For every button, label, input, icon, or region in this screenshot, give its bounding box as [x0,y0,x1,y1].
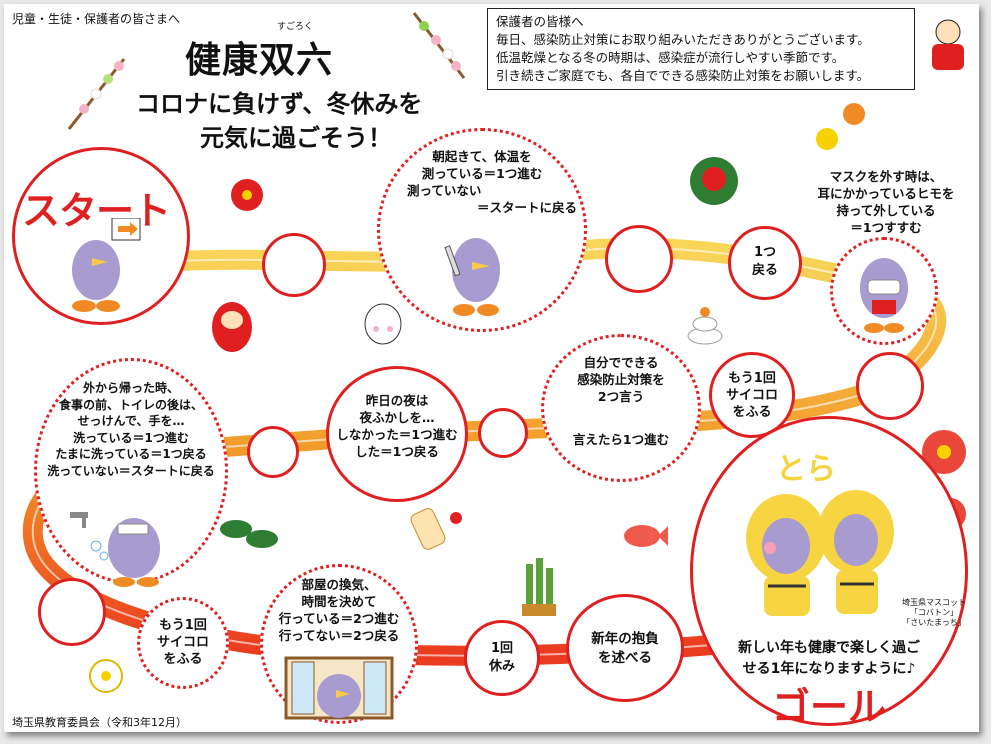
kobaton-mask-icon [860,258,908,333]
chick-birds-icon [816,103,865,150]
start-square[interactable] [12,147,190,325]
pine-tree-icon [220,520,278,548]
empty-square[interactable] [478,408,528,458]
late-night-text: 昨日の夜は 夜ふかしを… しなかった＝1つ進む した＝1つ戻る [336,393,458,459]
temperature-text: 朝起きて、体温を 測っている＝1つ進む 測っていない ＝スタートに戻る [407,149,577,215]
okame-mask-icon [364,303,402,345]
temperature-square[interactable] [377,128,587,332]
parents-notice: 保護者の皆様へ 毎日、感染防止対策にお取り組みいただきありがとうございます。 低… [487,8,915,90]
kadomatsu-icon [522,558,556,616]
daruma-doll-icon [932,19,964,70]
title-ruby: すごろく [277,22,314,32]
roll-again-text: もう1回 サイコロ をふる [156,618,209,667]
notice-line: 毎日、感染防止対策にお取り組みいただきありがとうございます。 [496,32,870,47]
notice-heading: 保護者の皆様へ [496,14,584,29]
publisher-text: 埼玉県教育委員会（令和3年12月） [12,716,187,729]
empty-square[interactable] [605,225,673,293]
rest-square[interactable] [464,620,540,696]
start-label: スタート [22,189,171,233]
hagoita-paddle-icon [410,508,462,550]
rest-text: 1回 休み [488,641,515,674]
subtitle-line-1: コロナに負けず、冬休みを [136,90,423,118]
plum-blossom-branch-icon [67,58,126,130]
resolution-text: 新年の抱負 を述べる [591,631,659,666]
window-kobaton-icon [284,656,394,720]
mascot-caption: 埼玉県マスコット 「コバトン」 「さいたまっち」 [902,598,966,627]
kagami-mochi-icon [687,307,723,345]
namahage-icon [690,157,738,205]
kobaton-thermometer-icon [444,238,500,316]
dango-branch-icon [412,12,466,79]
back-one-text: 1つ 戻る [751,245,778,278]
ventilation-text: 部屋の換気、 時間を決めて 行っている＝2つ進む 行ってない＝2つ戻る [278,577,400,643]
resolution-square[interactable] [566,594,684,702]
tora-text: とら [776,452,836,487]
camellia-flower-icon [231,179,263,211]
audience-text: 児童・生徒・保護者の皆さまへ [12,12,181,26]
notice-line: 引き続きご家庭でも、各自でできる感染防止対策をお願いします。 [496,68,870,83]
goal-message: 新しい年も健康で楽しく過ご せる1年になりますように♪ [738,640,920,677]
goal-label: ゴール [772,685,887,729]
roll-again-square[interactable] [709,352,795,438]
subtitle-line-2: 元気に過ごそう！ [200,124,392,152]
late-night-square[interactable] [326,366,468,502]
sea-bream-fish-icon [624,525,668,547]
empty-square[interactable] [38,578,106,646]
infection-measures-square[interactable] [541,334,701,482]
mask-text: マスクを外す時は、 耳にかかっているヒモを 持って外している ＝1つすすむ [817,169,955,235]
red-daruma-icon [212,302,252,352]
sugoroku-page: 児童・生徒・保護者の皆さまへ すごろく 健康双六 コロナに負けず、冬休みを 元気… [4,4,979,732]
white-flower-icon [89,659,123,693]
goal-square[interactable] [690,416,968,726]
infection-measures-text: 自分でできる 感染防止対策を 2つ言う 言えたら1つ進む [572,355,670,447]
kobaton-mascot-icon [72,218,141,312]
empty-square[interactable] [262,233,326,297]
handwash-text: 外から帰った時、 食事の前、トイレの後は、 せっけんで、手を… 洗っている＝1つ… [47,381,215,478]
roll-again-text: もう1回 サイコロ をふる [725,371,778,420]
tiger-mascots-icon [746,490,894,616]
kobaton-handwash-icon [70,512,160,587]
empty-square[interactable] [856,352,924,420]
roll-again-square[interactable] [137,597,229,689]
empty-square[interactable] [247,426,299,478]
page-title: 健康双六 [185,39,334,81]
notice-line: 低温乾燥となる冬の時期は、感染症が流行しやすい季節です。 [496,50,845,65]
back-one-square[interactable] [728,226,802,300]
